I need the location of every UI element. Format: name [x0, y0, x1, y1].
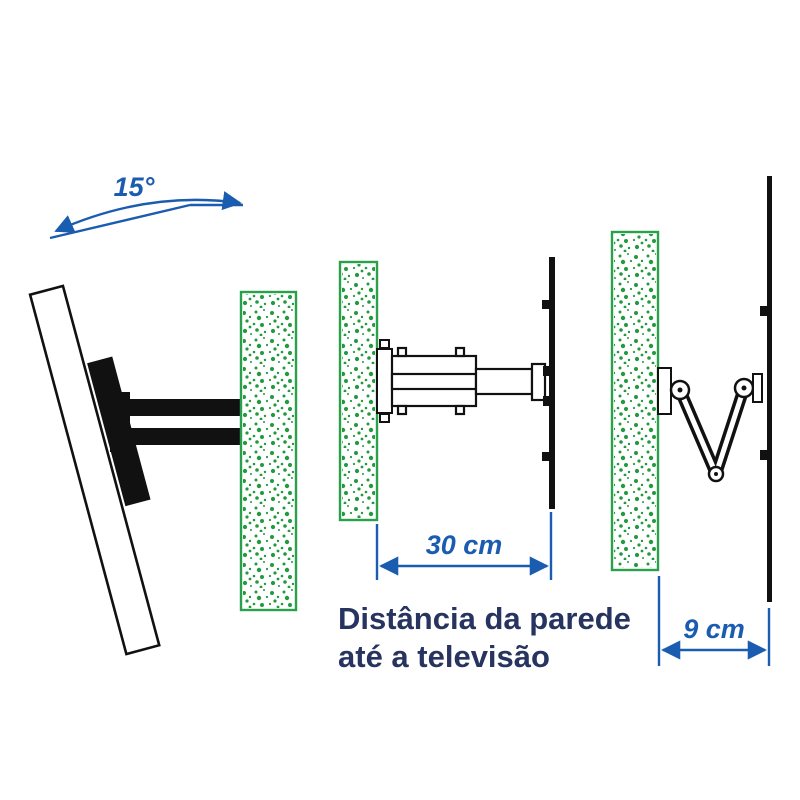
tv-edge-folded	[760, 176, 772, 602]
angle-arc-arrow	[54, 191, 242, 233]
folded-tv-plate	[752, 373, 763, 403]
arm-housing	[390, 346, 478, 416]
wall-extended-view	[338, 260, 379, 522]
angle-annotation	[49, 191, 243, 240]
dimension-30cm	[375, 512, 553, 580]
caption-line-2: até a televisão	[338, 639, 550, 674]
folded-arm-view: 9 cm	[610, 176, 772, 666]
arm-segment	[474, 362, 547, 402]
tv-edge-extended	[542, 257, 555, 509]
folded-links	[669, 377, 755, 483]
caption-line-1: Distância da parede	[338, 601, 631, 636]
folded-wall-plate	[657, 367, 672, 415]
tv-back-plate	[87, 356, 151, 507]
wall-left-view	[239, 290, 298, 612]
wall-bracket-plate	[376, 339, 393, 423]
caption: Distância da parede até a televisão	[338, 601, 631, 674]
wall-folded-view	[610, 230, 660, 572]
distance-9cm-label: 9 cm	[683, 614, 745, 644]
dimension-9cm	[657, 576, 771, 666]
angle-value-label: 15°	[114, 172, 155, 202]
extended-arm-view: 30 cm	[338, 257, 555, 580]
tilted-tv-view: 15°	[28, 172, 298, 656]
distance-30cm-label: 30 cm	[426, 530, 503, 560]
tv-panel	[28, 284, 161, 656]
